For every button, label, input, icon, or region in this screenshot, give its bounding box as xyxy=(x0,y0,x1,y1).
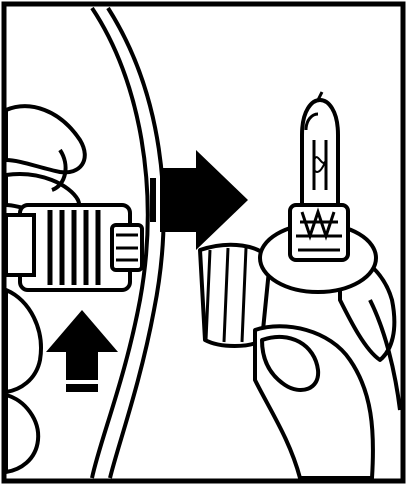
halogen-bulb xyxy=(302,92,338,205)
wiring-connector xyxy=(6,205,142,290)
